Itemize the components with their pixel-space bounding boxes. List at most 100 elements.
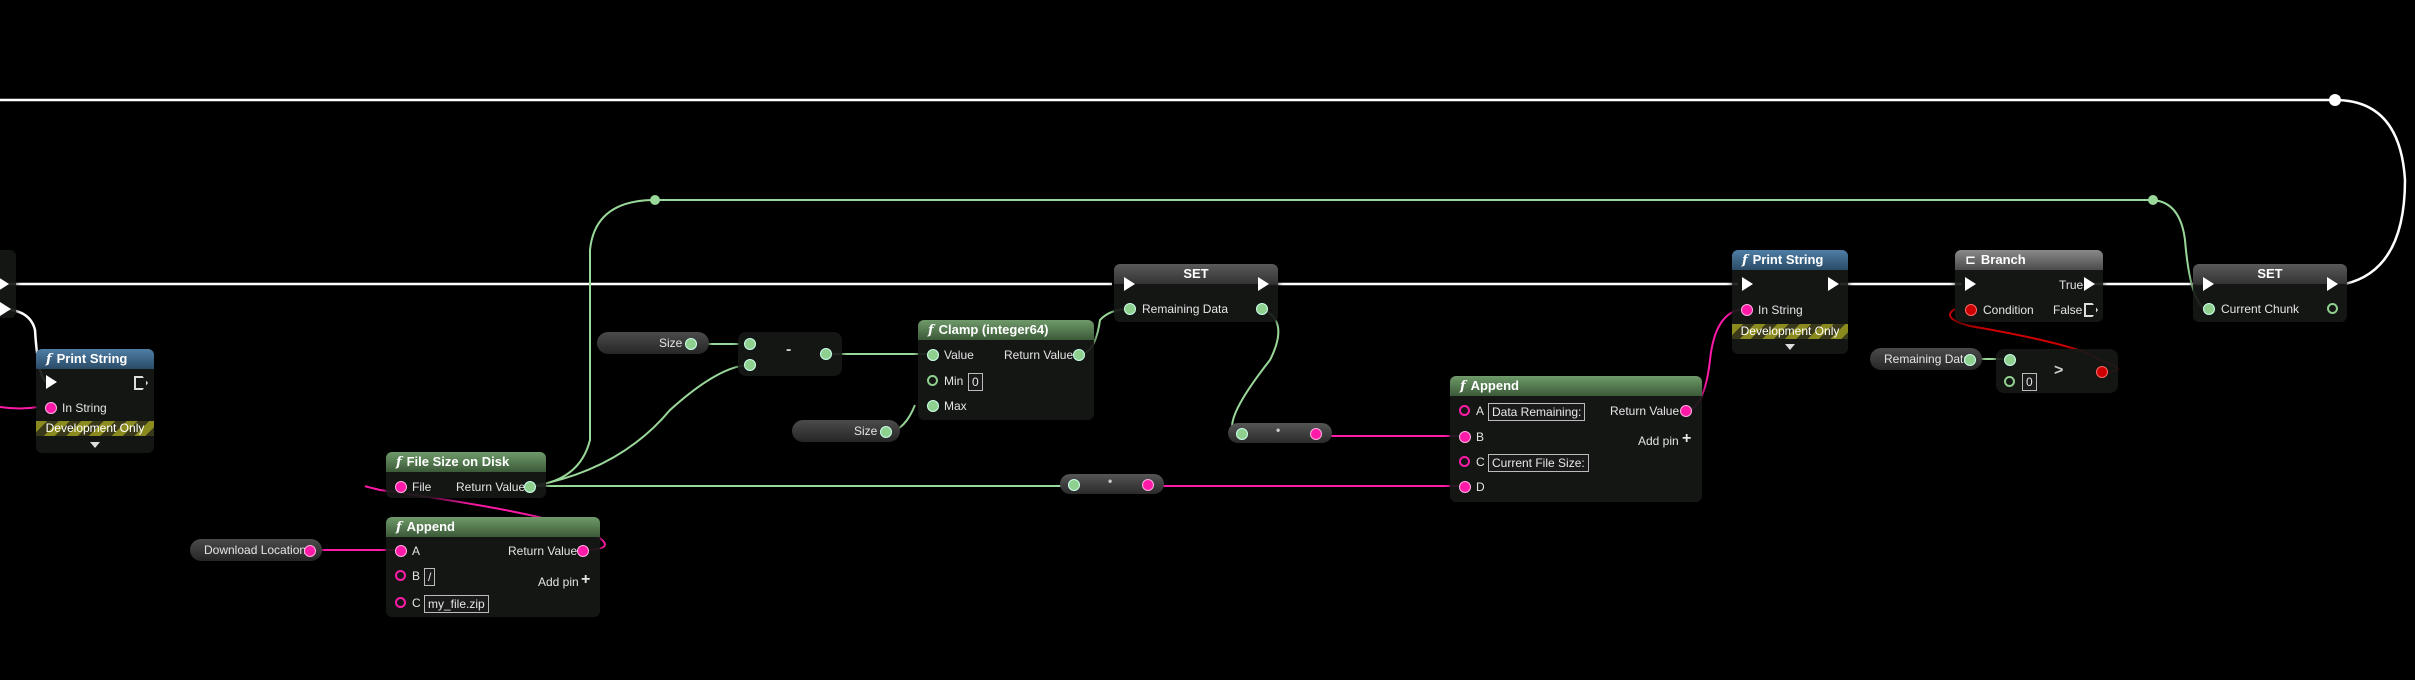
exec-out-pin[interactable] bbox=[2327, 277, 2338, 291]
add-pin-label[interactable]: Add pin bbox=[1638, 434, 1679, 448]
convert-in-pin[interactable] bbox=[1068, 479, 1080, 491]
c-pin[interactable] bbox=[1459, 456, 1470, 467]
c-input[interactable]: Current File Size: bbox=[1488, 454, 1589, 472]
node-header: ⊏Branch bbox=[1955, 250, 2103, 270]
current-chunk-out-pin[interactable] bbox=[2327, 303, 2338, 314]
c-label: C bbox=[1476, 455, 1485, 469]
b-pin[interactable] bbox=[395, 570, 406, 581]
return-value-pin[interactable] bbox=[524, 481, 536, 493]
return-value-pin[interactable] bbox=[1680, 405, 1692, 417]
subtract-node[interactable]: - bbox=[738, 332, 842, 376]
add-pin-label[interactable]: Add pin bbox=[538, 575, 579, 589]
greater-out-pin[interactable] bbox=[2096, 366, 2108, 378]
in-string-pin[interactable] bbox=[45, 402, 57, 414]
exec-out-pin[interactable] bbox=[134, 376, 148, 390]
c-pin[interactable] bbox=[395, 597, 406, 608]
convert-node-2[interactable]: • bbox=[1060, 474, 1164, 494]
subtract-b-pin[interactable] bbox=[744, 359, 756, 371]
convert-node-1[interactable]: • bbox=[1228, 423, 1332, 443]
plus-icon[interactable]: + bbox=[1682, 430, 1692, 447]
node-title: SET bbox=[1114, 264, 1278, 284]
exec-out-pin[interactable] bbox=[1258, 277, 1269, 291]
node-title: Append bbox=[1470, 378, 1519, 393]
exec-in-pin[interactable] bbox=[46, 375, 57, 389]
min-pin[interactable] bbox=[927, 375, 938, 386]
greater-than-node[interactable]: 0 > bbox=[1996, 349, 2118, 393]
node-title: SET bbox=[2193, 264, 2347, 284]
condition-pin[interactable] bbox=[1965, 304, 1977, 316]
min-label: Min bbox=[944, 374, 964, 388]
return-value-pin[interactable] bbox=[577, 545, 589, 557]
variable-out-pin[interactable] bbox=[685, 338, 697, 350]
remaining-data-label: Remaining Data bbox=[1142, 302, 1229, 316]
exec-in-pin[interactable] bbox=[1965, 277, 1976, 291]
expand-arrow-icon[interactable] bbox=[90, 442, 100, 448]
remaining-data-out-pin[interactable] bbox=[1256, 303, 1268, 315]
download-location-variable[interactable]: Download Location bbox=[190, 539, 322, 561]
branch-node[interactable]: ⊏Branch True Condition False bbox=[1955, 250, 2103, 322]
greater-a-pin[interactable] bbox=[2004, 354, 2016, 366]
exec-in-pin[interactable] bbox=[1124, 277, 1135, 291]
node-title: File Size on Disk bbox=[406, 454, 510, 469]
greater-b-input[interactable]: 0 bbox=[2022, 373, 2037, 391]
convert-out-pin[interactable] bbox=[1142, 479, 1154, 491]
offscreen-node[interactable] bbox=[0, 250, 16, 318]
remaining-data-variable[interactable]: Remaining Data bbox=[1870, 348, 1982, 370]
greater-operator: > bbox=[2054, 362, 2064, 379]
set-current-chunk-node[interactable]: SET Current Chunk bbox=[2193, 264, 2347, 322]
a-pin[interactable] bbox=[1459, 405, 1470, 416]
variable-out-pin[interactable] bbox=[304, 545, 316, 557]
exec-out-pin[interactable] bbox=[1828, 277, 1839, 291]
d-pin[interactable] bbox=[1459, 481, 1471, 493]
convert-in-pin[interactable] bbox=[1236, 428, 1248, 440]
current-chunk-label: Current Chunk bbox=[2221, 302, 2300, 316]
size-variable-1[interactable]: Size bbox=[597, 332, 709, 354]
node-title: Append bbox=[406, 519, 455, 534]
value-pin[interactable] bbox=[927, 349, 939, 361]
function-icon: f bbox=[46, 352, 52, 367]
in-string-label: In String bbox=[62, 401, 107, 415]
variable-out-pin[interactable] bbox=[880, 426, 892, 438]
b-input[interactable]: / bbox=[424, 568, 436, 586]
return-value-label: Return Value bbox=[508, 544, 578, 558]
convert-out-pin[interactable] bbox=[1310, 428, 1322, 440]
development-only-bar: Development Only bbox=[36, 421, 154, 436]
node-title: Print String bbox=[56, 351, 128, 366]
min-input[interactable]: 0 bbox=[968, 373, 983, 391]
function-icon: f bbox=[1742, 253, 1748, 268]
file-label: File bbox=[412, 480, 432, 494]
plus-icon[interactable]: + bbox=[581, 571, 591, 588]
set-remaining-data-node[interactable]: SET Remaining Data bbox=[1114, 264, 1278, 322]
return-value-pin[interactable] bbox=[1073, 349, 1085, 361]
in-string-pin[interactable] bbox=[1741, 304, 1753, 316]
print-string-node-left[interactable]: f Print String In String Development Only bbox=[36, 349, 154, 453]
subtract-out-pin[interactable] bbox=[820, 348, 832, 360]
true-exec-pin[interactable] bbox=[2084, 277, 2095, 291]
expand-arrow-icon[interactable] bbox=[1785, 344, 1795, 350]
exec-in-pin[interactable] bbox=[1742, 277, 1753, 291]
a-input[interactable]: Data Remaining: bbox=[1488, 403, 1586, 421]
c-input[interactable]: my_file.zip bbox=[424, 595, 489, 613]
current-chunk-pin[interactable] bbox=[2203, 303, 2215, 315]
subtract-a-pin[interactable] bbox=[744, 338, 756, 350]
size-variable-2[interactable]: Size bbox=[792, 420, 900, 442]
remaining-data-pin[interactable] bbox=[1124, 303, 1136, 315]
false-exec-pin[interactable] bbox=[2084, 303, 2098, 317]
a-pin[interactable] bbox=[395, 545, 407, 557]
exec-out-pin[interactable] bbox=[0, 302, 11, 316]
variable-out-pin[interactable] bbox=[1964, 354, 1976, 366]
exec-in-pin[interactable] bbox=[2203, 277, 2214, 291]
exec-out-pin[interactable] bbox=[0, 277, 9, 291]
max-pin[interactable] bbox=[927, 400, 939, 412]
file-pin[interactable] bbox=[395, 481, 407, 493]
b-pin[interactable] bbox=[1459, 431, 1471, 443]
subtract-operator: - bbox=[786, 341, 792, 358]
greater-b-pin[interactable] bbox=[2004, 376, 2015, 387]
